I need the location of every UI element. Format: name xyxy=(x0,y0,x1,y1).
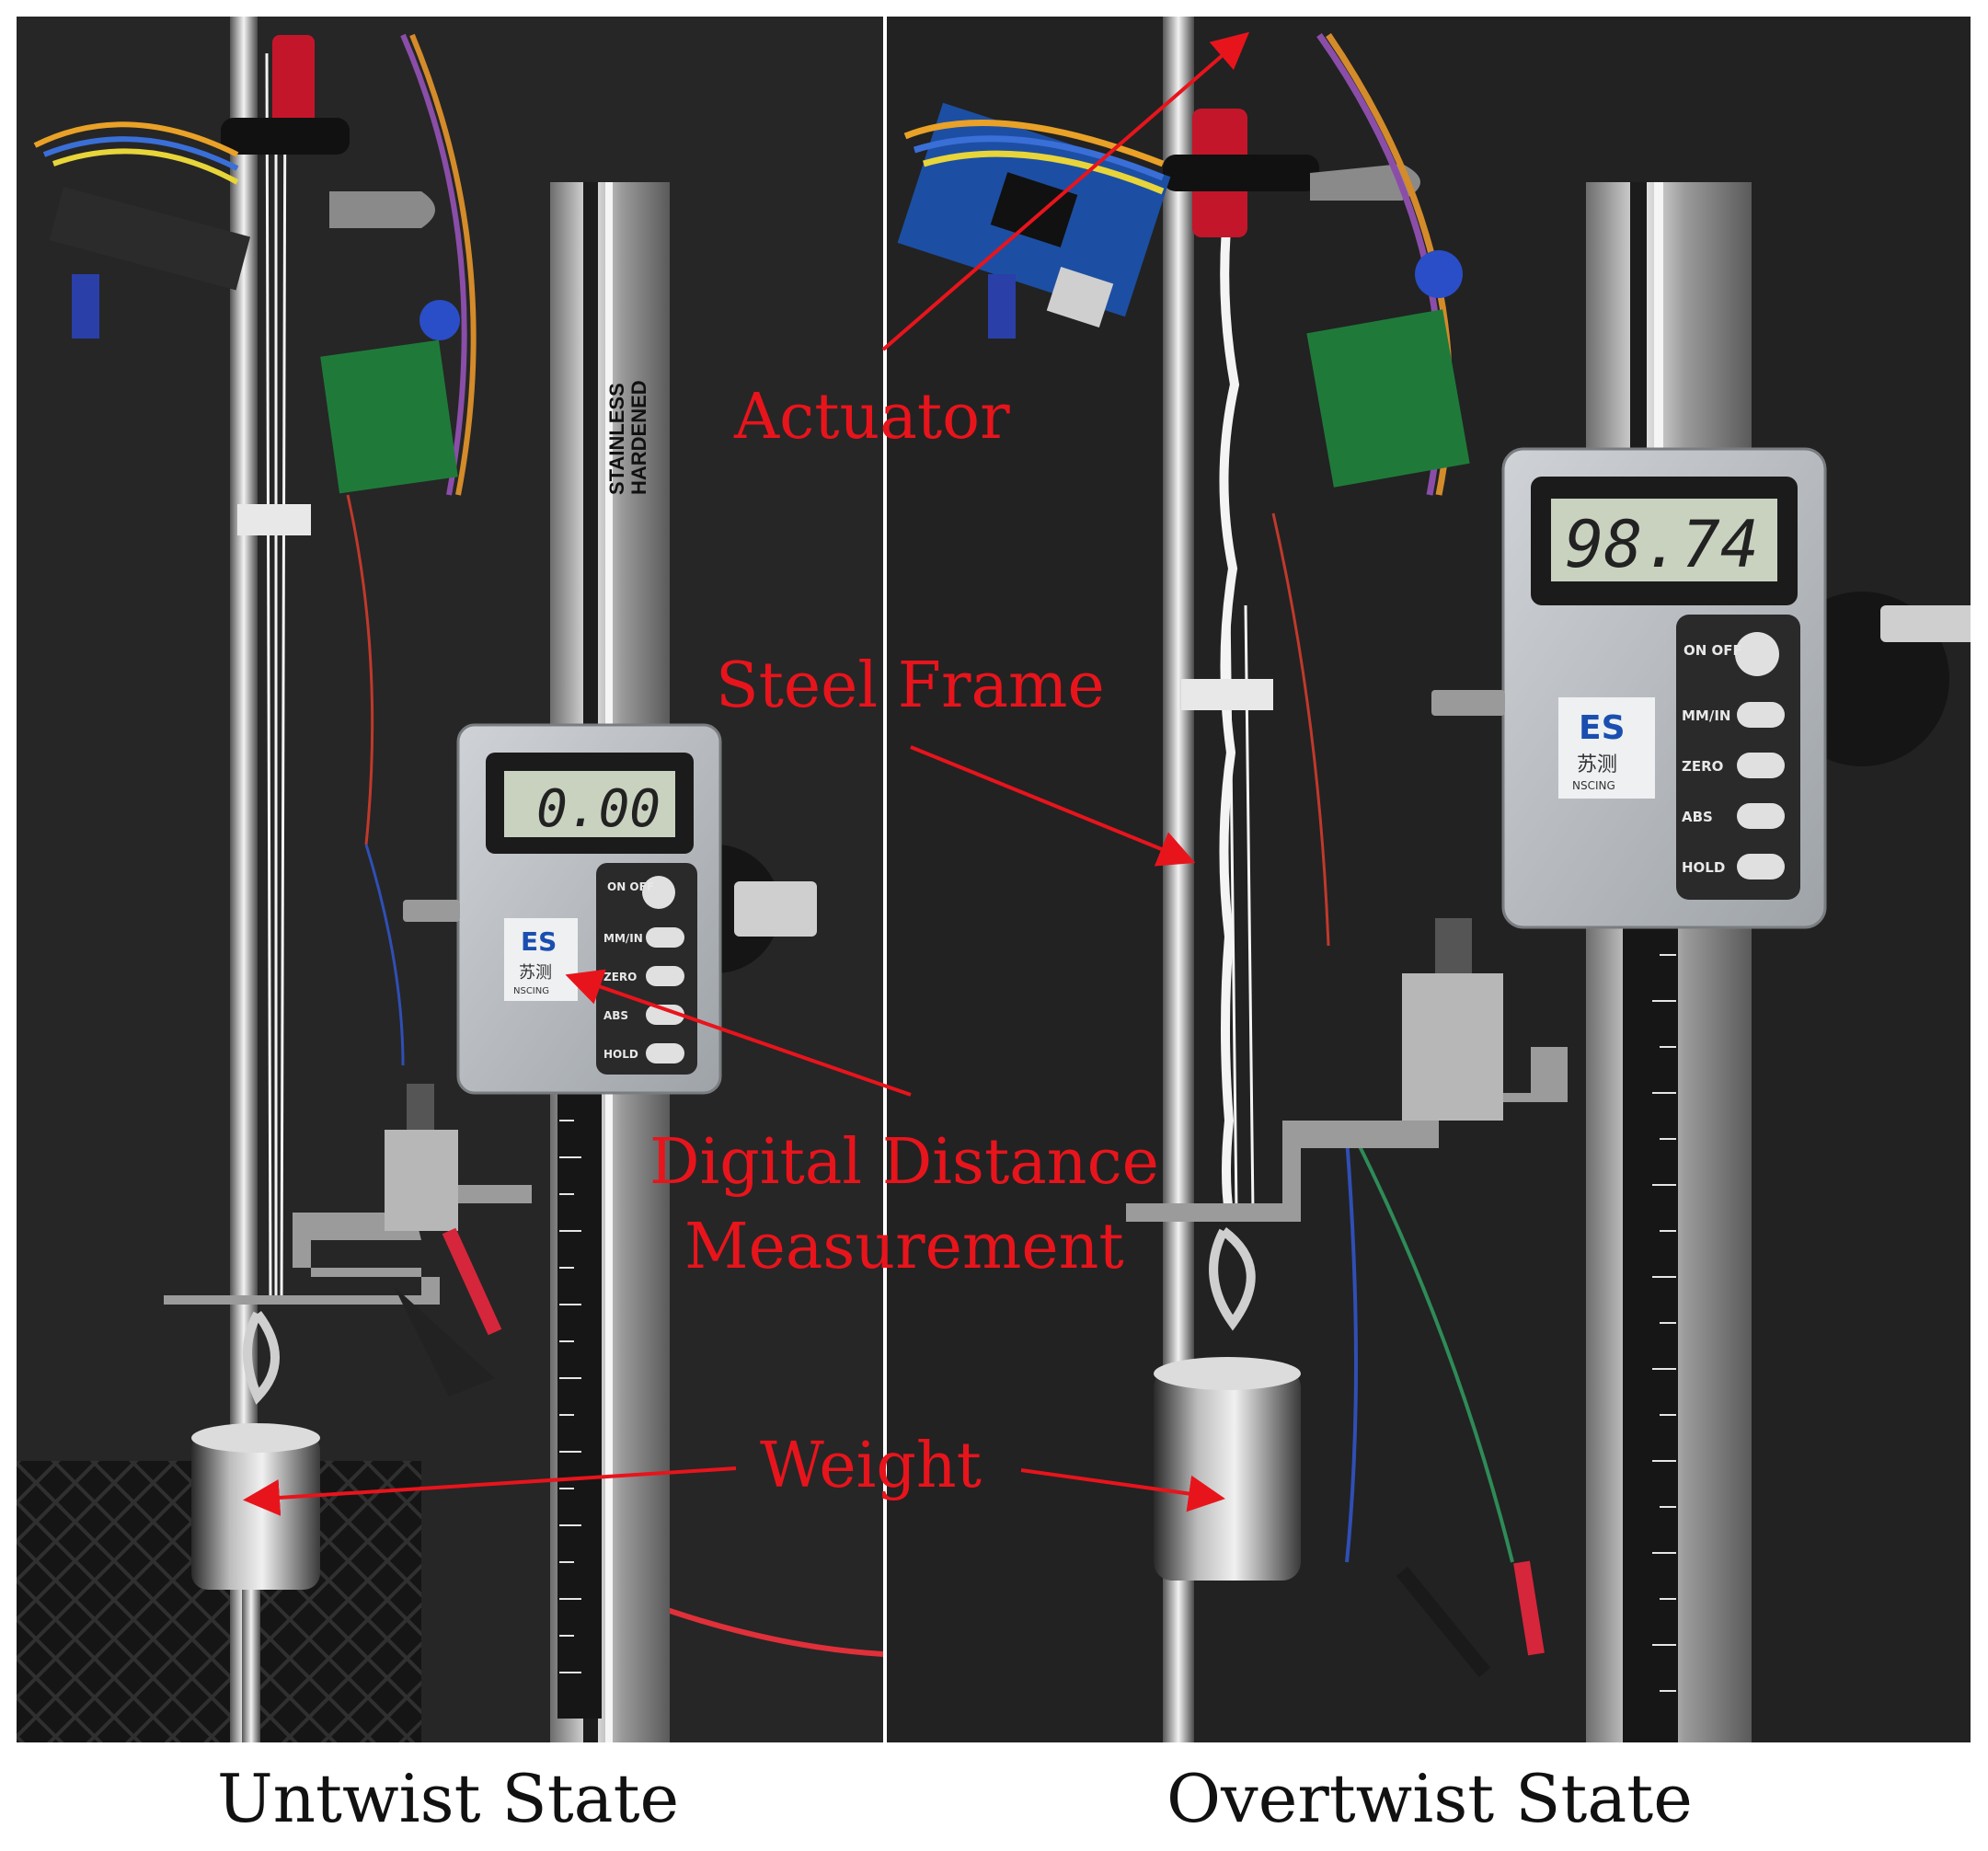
overtwist-scene: 98.74 ON OFF MM/IN ZERO ABS HOLD ES 苏测 N… xyxy=(887,17,1971,1742)
clamp-block xyxy=(385,1130,458,1231)
btn-label-mm-in: MM/IN xyxy=(1682,707,1730,724)
digital-distance-label: Digital Distance xyxy=(649,1126,1159,1199)
btn-label-on-off: ON OFF xyxy=(1683,642,1742,659)
controller-board xyxy=(49,187,251,291)
btn-label-on-off: ON OFF xyxy=(607,880,654,893)
scale-ticks xyxy=(557,1093,602,1719)
abs-button xyxy=(646,1005,684,1025)
sensor-board xyxy=(320,339,458,494)
btn-label-zero: ZERO xyxy=(1682,758,1723,775)
lcd-display xyxy=(1551,499,1777,581)
digital-gauge: 98.74 ON OFF MM/IN ZERO ABS HOLD ES 苏测 N… xyxy=(1431,447,1971,929)
bracket xyxy=(1126,1047,1568,1222)
untwist-photo: STAINLESS HARDENED xyxy=(17,17,883,1742)
mm-in-button xyxy=(1737,702,1785,728)
overtwist-photo: 98.74 ON OFF MM/IN ZERO ABS HOLD ES 苏测 N… xyxy=(887,17,1971,1742)
weight xyxy=(191,1433,320,1590)
btn-label-abs: ABS xyxy=(1682,809,1713,825)
panel-divider xyxy=(883,17,887,1742)
mm-in-button xyxy=(646,927,684,948)
hold-button xyxy=(1737,854,1785,880)
clamp-block xyxy=(1402,973,1503,1121)
svg-text:苏测: 苏测 xyxy=(519,963,552,983)
lcd-reading: 98.74 xyxy=(1565,507,1759,582)
svg-text:苏测: 苏测 xyxy=(1577,753,1617,776)
bracket xyxy=(164,1185,532,1305)
zero-button xyxy=(1737,753,1785,778)
btn-label-zero: ZERO xyxy=(603,971,637,983)
actuator-label: Actuator xyxy=(734,381,1010,454)
weight-label: Weight xyxy=(760,1430,982,1502)
twisted-string xyxy=(1219,200,1240,1213)
sensor-board xyxy=(1306,309,1470,488)
on-off-button xyxy=(1735,632,1779,676)
stainless-label: STAINLESS xyxy=(605,383,628,495)
lcd-display xyxy=(504,771,675,837)
svg-text:NSCING: NSCING xyxy=(1572,779,1615,792)
btn-label-hold: HOLD xyxy=(1682,859,1725,876)
actuator-motor xyxy=(272,35,315,136)
untwist-scene: STAINLESS HARDENED xyxy=(17,17,883,1742)
btn-label-hold: HOLD xyxy=(603,1048,638,1061)
measurement-label: Measurement xyxy=(684,1211,1124,1283)
lcd-reading: 0.00 xyxy=(536,779,661,839)
hold-button xyxy=(646,1043,684,1063)
steel-frame-label: Steel Frame xyxy=(716,650,1105,722)
svg-text:ES: ES xyxy=(521,926,557,957)
brand-logo xyxy=(1558,697,1655,799)
btn-label-mm-in: MM/IN xyxy=(603,932,643,945)
untwist-caption: Untwist State xyxy=(217,1760,680,1837)
on-off-button xyxy=(642,876,675,909)
hardened-label: HARDENED xyxy=(627,380,650,495)
svg-text:NSCING: NSCING xyxy=(513,986,549,996)
weight xyxy=(1154,1369,1301,1581)
btn-label-abs: ABS xyxy=(603,1009,628,1022)
zero-button xyxy=(646,966,684,986)
scale-ticks xyxy=(1623,927,1678,1742)
svg-text:ES: ES xyxy=(1579,709,1626,747)
overtwist-caption: Overtwist State xyxy=(1166,1760,1693,1837)
abs-button xyxy=(1737,803,1785,829)
